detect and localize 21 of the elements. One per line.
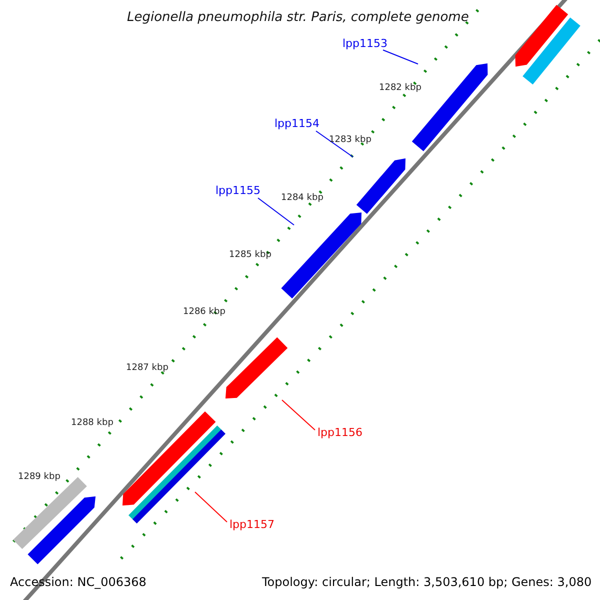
scale-label: 1282 kbp xyxy=(379,84,422,94)
footer-text: Topology: circular; Length: 3,503,610 bp; Genes: 3,080 xyxy=(262,576,592,589)
leader-line xyxy=(282,400,316,430)
scale-label: 1288 kbp xyxy=(71,419,114,429)
scale-label: 1284 kbp xyxy=(281,194,324,204)
scale-label: 1289 kbp xyxy=(18,473,60,483)
leader-line xyxy=(382,50,418,64)
scale-label: 1283 kbp xyxy=(329,136,372,146)
gene-label: lpp1157 xyxy=(230,519,275,532)
leader-line xyxy=(258,198,294,226)
scale-label: 1287 kbp xyxy=(126,364,168,374)
gene-label: lpp1156 xyxy=(318,427,363,440)
gene-label: lpp1154 xyxy=(274,118,320,130)
scale-label: 1286 kbp xyxy=(183,308,226,318)
leader-line xyxy=(194,492,228,522)
leader-line xyxy=(316,130,354,158)
diagram-title: Legionella pneumophila str. Paris, complete genome xyxy=(127,11,469,26)
scale-label: 1285 kbp xyxy=(229,251,272,261)
gene-label: lpp1153 xyxy=(342,38,388,50)
footer-text: Accession: NC_006368 xyxy=(10,576,146,589)
gene-label: lpp1155 xyxy=(216,185,261,198)
